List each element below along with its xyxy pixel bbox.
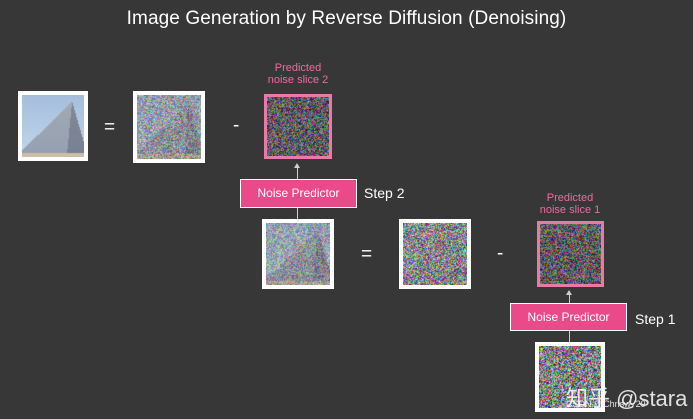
noisy-image-1 xyxy=(137,95,201,159)
arrow-line-to-predictor-1 xyxy=(569,331,570,343)
noisy-image-3 xyxy=(403,223,467,285)
step-1-label: Step 1 xyxy=(635,311,676,327)
arrow-line-to-predictor-2 xyxy=(297,208,298,220)
predicted-label-line1: Predicted xyxy=(274,62,322,74)
noise-predictor-box-1: Noise Predictor xyxy=(510,303,627,331)
arrow-line-step2 xyxy=(297,167,298,180)
pyramid-image xyxy=(22,95,84,157)
watermark-small: CSDN @Chrisw√29 xyxy=(566,399,646,409)
predicted-noise-image-2 xyxy=(267,97,329,156)
equals-sign-1: = xyxy=(104,117,116,138)
step-2-label: Step 2 xyxy=(364,185,405,201)
predicted-noise-label-2: Predicted noise slice 2 xyxy=(248,62,348,86)
noisy-image-frame-1 xyxy=(133,91,205,163)
diagram-title: Image Generation by Reverse Diffusion (D… xyxy=(126,8,567,29)
predicted-noise-image-1 xyxy=(540,224,601,284)
noisy-image-frame-2 xyxy=(262,219,334,289)
arrow-head-step1 xyxy=(566,290,572,295)
predicted-label-line2: noise slice 2 xyxy=(267,74,329,86)
predicted-noise-frame-2 xyxy=(264,94,332,159)
noisy-image-2 xyxy=(266,223,330,285)
noise-predictor-box-2: Noise Predictor xyxy=(240,179,357,208)
predicted-label-line1: Predicted xyxy=(546,192,594,204)
predicted-noise-frame-1 xyxy=(537,221,604,287)
pure-noise-frame xyxy=(535,342,605,412)
equals-sign-2: = xyxy=(361,244,373,265)
pure-noise-image xyxy=(539,346,601,408)
arrow-line-step1 xyxy=(569,294,570,304)
arrow-head-step2 xyxy=(294,163,300,168)
minus-sign-1: - xyxy=(233,115,240,136)
clean-image-frame xyxy=(18,91,88,161)
watermark-site: 知乎 @stara xyxy=(566,386,688,411)
noisy-image-frame-3 xyxy=(399,219,471,289)
minus-sign-2: - xyxy=(497,243,504,264)
predicted-noise-label-1: Predicted noise slice 1 xyxy=(520,192,620,216)
predicted-label-line2: noise slice 1 xyxy=(539,204,601,216)
